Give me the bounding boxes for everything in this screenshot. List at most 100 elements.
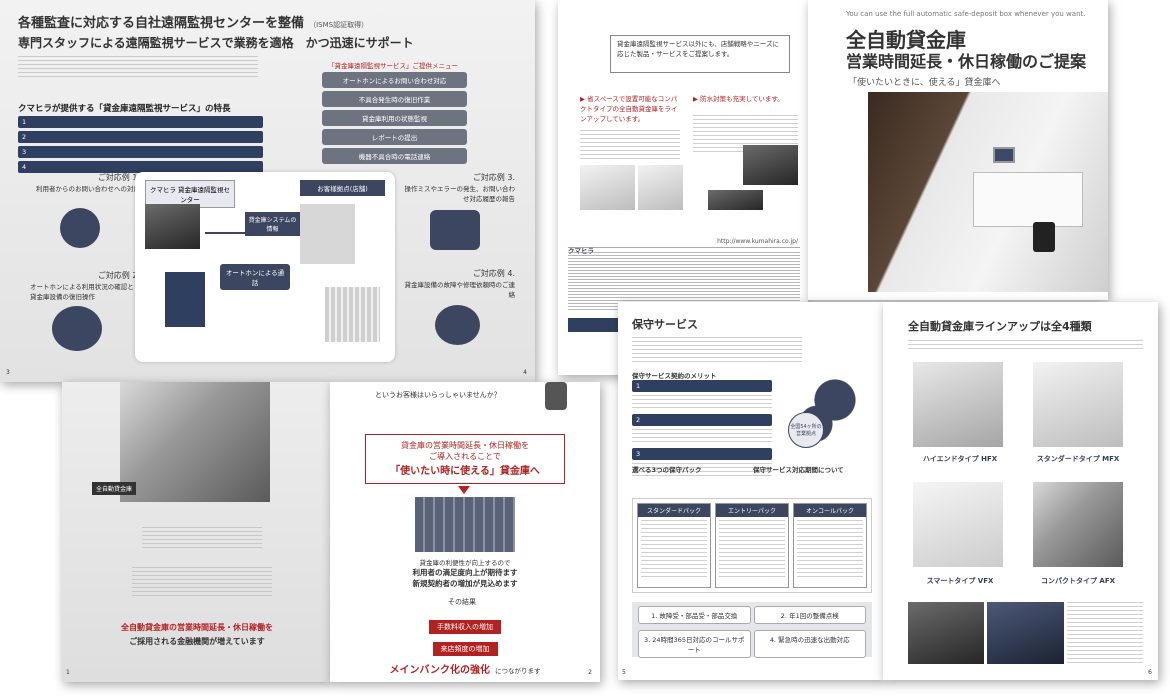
summary-item: 4. 緊急時の迅速な出動対応: [753, 630, 866, 658]
operator-photo: [145, 204, 200, 249]
monitoring-diagram: クマヒラ 貸金庫遠隔監視センター お客様拠点(店舗) オートホンによる通話 貸金…: [135, 172, 395, 362]
maintenance-intro: [632, 337, 802, 365]
product-photo-2: [638, 165, 683, 210]
intro-paragraph-1: [142, 527, 262, 549]
header-box: 貸金庫遠隔監視サービス以外にも、店舗戦略やニーズに応じた製品・サービスをご提案し…: [610, 35, 790, 73]
result-label: その結果: [448, 598, 476, 606]
pack-entry: エントリーパック: [715, 503, 789, 588]
page-title-2: 専門スタッフによる遠隔監視サービスで業務を適格 かつ迅速にサポート: [18, 36, 414, 50]
menu-item: オートホンによるお問い合わせ対応: [322, 72, 467, 88]
branch-label: お客様拠点(店舗): [300, 180, 385, 196]
merit-heading: 保守サービス契約のメリット: [632, 372, 717, 380]
model-name-hfx: ハイエンドタイプ HFX: [922, 455, 998, 463]
company-url[interactable]: http://www.kumahira.co.jp/: [717, 238, 798, 245]
menu-list: オートホンによるお問い合わせ対応 不具合発生時の復旧作業 貸金庫利用の状態監視 …: [322, 72, 467, 167]
lineup-intro: [908, 340, 1143, 352]
question-text: というお客様はいらっしゃいませんか？: [375, 391, 501, 399]
feature-item: 3: [18, 146, 263, 158]
cert-logos: [568, 318, 628, 332]
product-photo-3: [743, 145, 798, 185]
merit-item: 2: [632, 414, 772, 426]
case-3: ご対応例 3. 操作ミスやエラーの発生、お問い合わせ対応履歴の報告: [404, 173, 516, 203]
merit-item: 3: [632, 448, 772, 460]
model-name-mfx: スタンダードタイプ MFX: [1036, 455, 1120, 463]
model-photo-hfx: [913, 362, 1003, 447]
building-icon: [300, 204, 355, 264]
case-2: ご対応例 2. オートホンによる利用状況の確認と貸金庫設備の復旧操作: [30, 271, 140, 301]
chair-icon: [1033, 222, 1055, 252]
pack-standard: スタンダードパック: [637, 503, 711, 588]
lineup-title: 全自動貸金庫ラインアップは全4種類: [908, 320, 1092, 333]
page-number: 5: [622, 669, 626, 676]
col1-title: ▶ 省スペースで設置可能なコンパクトタイプの全自動貸金庫をラインアップしています…: [580, 95, 678, 123]
autophone-label: オートホンによる通話: [220, 264, 290, 290]
service-summary: 1. 故障受・部品受・部品交換 2. 年1回の整備点検 3. 24時間365日対…: [632, 602, 872, 658]
conclusion-text: 全自動貸金庫の営業時間延長・休日稼働を ご採用される金融機関が増えています: [121, 623, 273, 646]
feature-list: 1 2 3 4: [18, 116, 263, 176]
page-number-right: 4: [523, 369, 527, 376]
vault-icon: [325, 287, 380, 342]
pack-oncall: オンコールパック: [793, 503, 867, 588]
model-photo-vfx: [913, 482, 1003, 567]
arrow-icon: [205, 232, 295, 234]
summary-item: 2. 年1回の整備点検: [753, 606, 866, 624]
intro-text: [18, 56, 258, 78]
server-icon: [165, 272, 205, 327]
page-title-1: 各種監査に対応する自社遠隔監視センターを整備 （ISMS認証取得）: [18, 16, 369, 31]
brochure-page-intro: 全自動貸金庫 全自動貸金庫の営業時間延長・休日稼働を ご採用される金融機関が増え…: [62, 382, 330, 682]
menu-item: レポートの提出: [322, 129, 467, 145]
maintenance-title: 保守サービス: [632, 318, 698, 331]
page-number: 2: [588, 669, 592, 676]
page-number: 1: [66, 669, 70, 676]
center-label: クマヒラ 貸金庫遠隔監視センター: [145, 180, 235, 208]
showroom-strip: [908, 602, 1143, 664]
monitor-icon: [993, 147, 1015, 163]
brochure-cover: You can use the full automatic safe-depo…: [808, 0, 1108, 300]
intro-paragraph-2: [132, 567, 272, 599]
customer-icon: [60, 208, 100, 248]
page-number-left: 3: [6, 369, 10, 376]
cover-subtitle: 「使いたいときに、使える」貸金庫へ: [848, 78, 1001, 88]
down-arrow-icon: [458, 486, 470, 494]
brochure-page-maintenance: 保守サービス 保守サービス契約のメリット 1 2 3 全国54ヶ所の営業拠点 選…: [618, 302, 883, 680]
brochure-page-proposal: というお客様はいらっしゃいませんか？ 貸金庫の営業時間延長・休日稼働を ご導入さ…: [330, 382, 600, 682]
product-photo-4: [708, 190, 763, 210]
product-photo-1: [580, 165, 635, 210]
person-icon: [545, 382, 567, 410]
menu-item: 貸金庫利用の状態監視: [322, 110, 467, 126]
model-name-vfx: スマートタイプ VFX: [926, 577, 994, 585]
menu-item: 不具合発生時の復旧作業: [322, 91, 467, 107]
feature-item: 4: [18, 161, 263, 173]
model-photo-afx: [1033, 482, 1123, 567]
period-heading: 保守サービス対応期間について: [753, 466, 844, 474]
model-name-afx: コンパクトタイプ AFX: [1040, 577, 1116, 585]
after-text: 貸金庫の利便性が向上するので 利用者の満足度向上が期待ます 新規契約者の増加が見…: [412, 559, 518, 588]
showroom-photo: [908, 602, 985, 664]
summary-item: 1. 故障受・部品受・部品交換: [638, 606, 751, 624]
pack-heading: 選べる3つの保守パック: [632, 466, 702, 474]
merit-list: 1 2 3: [632, 380, 772, 479]
case-1: ご対応例 1. 利用者からのお問い合わせへの対応: [36, 173, 140, 193]
merit-item: 1: [632, 380, 772, 392]
feature-item: 1: [18, 116, 263, 128]
map-badge: 全国54ヶ所の営業拠点: [788, 412, 824, 448]
brochure-page-lineup: 全自動貸金庫ラインアップは全4種類 ハイエンドタイプ HFX スタンダードタイプ…: [883, 302, 1158, 680]
feature-item: 2: [18, 131, 263, 143]
proposal-box: 貸金庫の営業時間延長・休日稼働を ご導入されることで 「使いたい時に使える」貸金…: [365, 434, 565, 484]
vault-room-photo: [120, 382, 270, 502]
bank-building-icon: [415, 497, 515, 552]
phone-operator-icon: [435, 305, 480, 345]
room-label: 全自動貸金庫: [92, 482, 137, 495]
case-4: ご対応例 4. 貸金庫設備の故障や修理依頼時のご連絡: [404, 269, 516, 299]
operator-icon: [52, 306, 102, 351]
showroom-photo: [987, 602, 1064, 664]
brochure-page-monitoring: 各種監査に対応する自社遠隔監視センターを整備 （ISMS認証取得） 専門スタッフ…: [0, 0, 535, 382]
menu-header: 「貸金庫遠隔監視サービス」ご提供メニュー: [328, 62, 458, 70]
company-bar: クマヒラ http://www.kumahira.co.jp/: [568, 238, 800, 255]
cover-title-2: 営業時間延長・休日稼働のご提案: [846, 52, 1087, 71]
model-photo-mfx: [1033, 362, 1123, 447]
cover-title-1: 全自動貸金庫: [846, 28, 966, 52]
col2-title: ▶ 防水対策も充実しています。: [693, 95, 784, 103]
cover-room-photo: [868, 92, 1108, 292]
